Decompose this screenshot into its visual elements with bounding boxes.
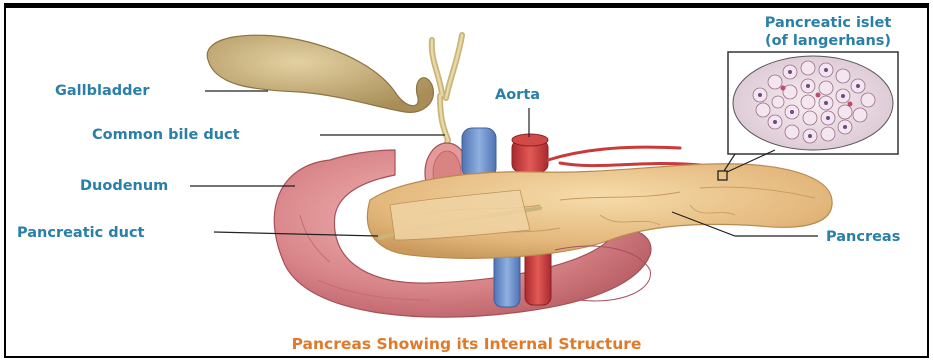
islet-title: Pancreatic islet (of langerhans) bbox=[723, 14, 933, 50]
common-bile-duct-label: Common bile duct bbox=[92, 128, 240, 143]
aorta-label: Aorta bbox=[495, 88, 540, 103]
duodenum-label: Duodenum bbox=[80, 179, 168, 194]
pancreatic-duct-label: Pancreatic duct bbox=[17, 226, 144, 241]
pancreas-label: Pancreas bbox=[826, 230, 900, 245]
islet-title-line2: (of langerhans) bbox=[723, 32, 933, 50]
islet-title-line1: Pancreatic islet bbox=[723, 14, 933, 32]
gallbladder-shape bbox=[207, 35, 433, 112]
portal-vein bbox=[462, 128, 496, 178]
gallbladder-label: Gallbladder bbox=[55, 84, 150, 99]
figure-caption: Pancreas Showing its Internal Structure bbox=[0, 335, 933, 353]
